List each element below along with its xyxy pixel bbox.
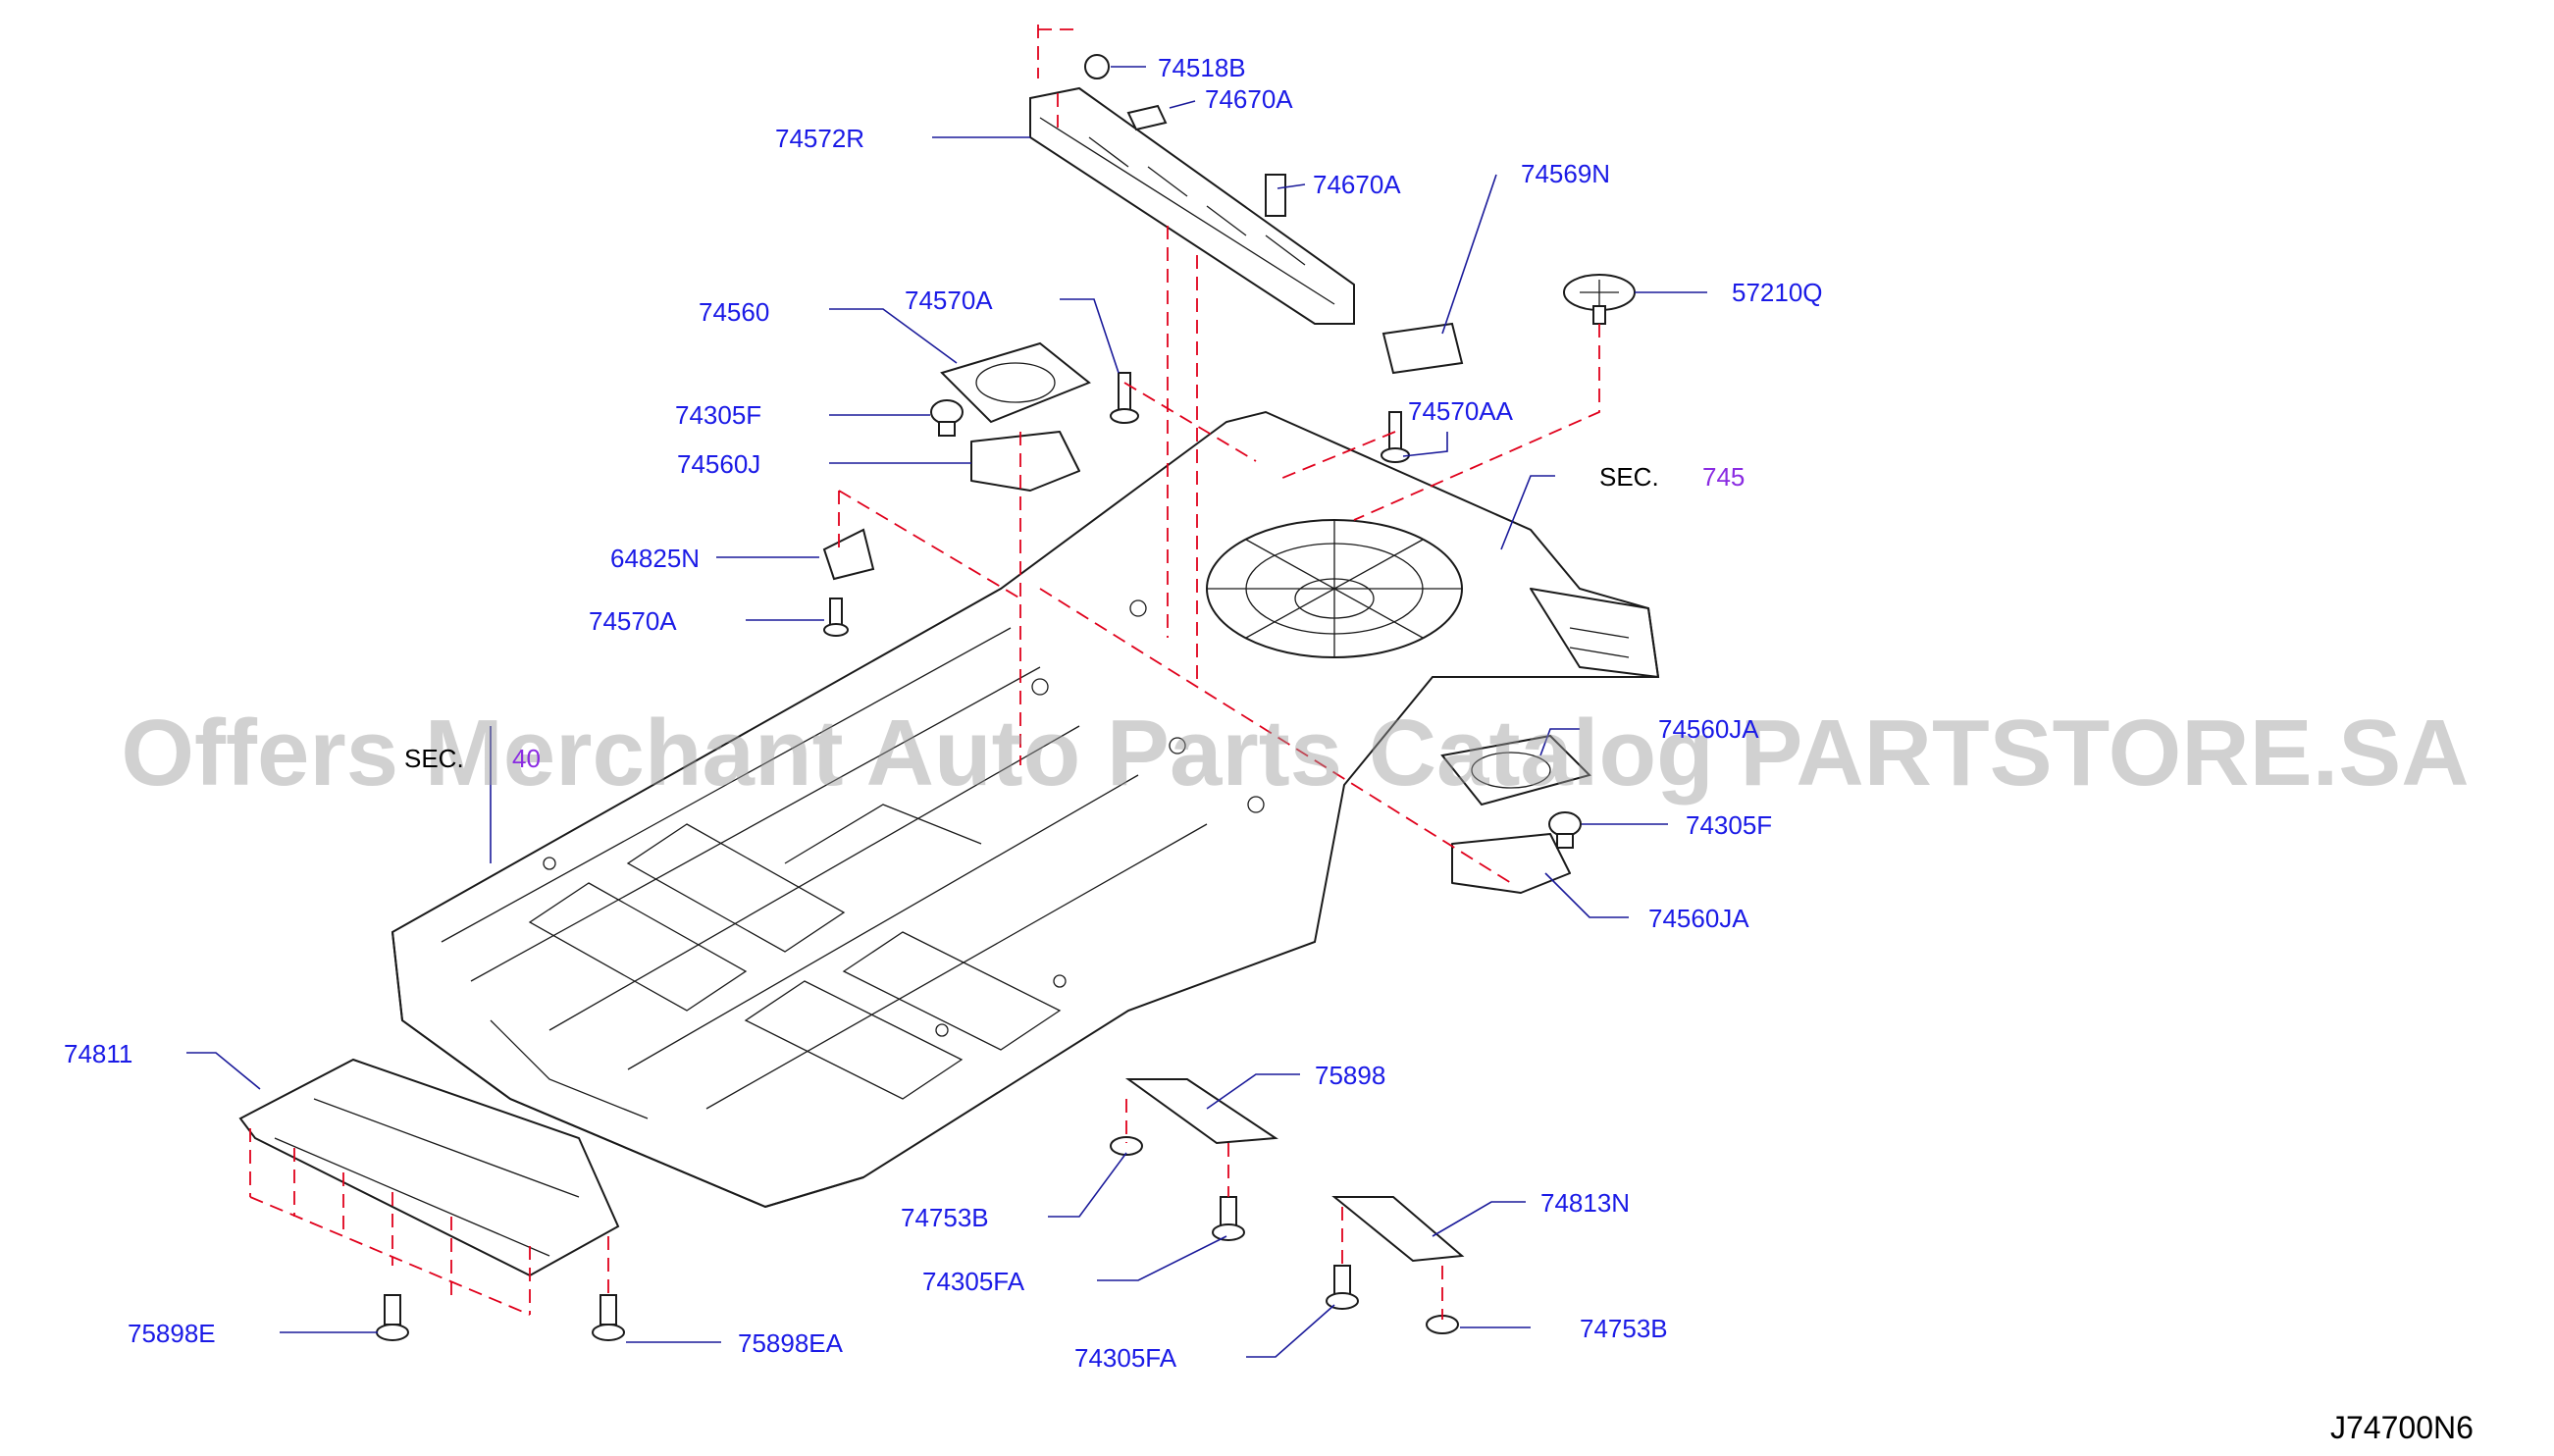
bracket-74569n — [1381, 322, 1464, 375]
seal-74560j — [970, 431, 1080, 492]
callout-74560: 74560 — [699, 297, 769, 327]
callout-74518b: 74518B — [1158, 53, 1246, 82]
callout-74570aa: 74570AA — [1408, 396, 1514, 426]
section-number: 40 — [512, 744, 541, 773]
callout-74811: 74811 — [64, 1039, 132, 1068]
pad-74560 — [940, 341, 1091, 424]
dashed-guide-lines — [249, 25, 1600, 1320]
callout-74560ja-upper: 74560JA — [1658, 714, 1759, 744]
callout-74813n: 74813N — [1540, 1188, 1630, 1218]
callout-74305fa-right: 74305FA — [1074, 1343, 1177, 1373]
callout-74560ja-lower: 74560JA — [1648, 904, 1749, 933]
bracket-75898 — [1124, 1078, 1278, 1145]
clip-75898e — [376, 1294, 409, 1341]
callout-74305f-lower: 74305F — [1686, 810, 1772, 840]
diagram-code: J74700N6 — [2330, 1410, 2474, 1445]
callout-74670a-lower: 74670A — [1313, 170, 1401, 199]
callout-64825n: 64825N — [610, 544, 700, 573]
leader-lines — [186, 66, 1707, 1358]
clip-74305f-lower — [1548, 811, 1582, 849]
callout-75898: 75898 — [1315, 1061, 1385, 1090]
clip-74305f-upper — [930, 399, 964, 437]
bolt-74570a-lower — [823, 598, 849, 637]
callout-labels: 74518B 74670A 74572R 74670A 74569N 74560… — [64, 53, 1823, 1373]
undercover-74811 — [238, 1058, 620, 1277]
bolt-74570a-upper — [1110, 372, 1139, 424]
section-number: 745 — [1702, 462, 1745, 492]
callout-75898e: 75898E — [128, 1319, 216, 1348]
grommet-57210q — [1563, 274, 1636, 325]
rear-member-74572r — [1029, 54, 1355, 325]
callout-74305f-upper: 74305F — [675, 400, 761, 430]
pad-74560ja-right — [1440, 734, 1591, 806]
callout-74670a-upper: 74670A — [1205, 84, 1293, 114]
callout-74570a-lower: 74570A — [589, 606, 677, 636]
clip-74305fa-right — [1326, 1265, 1359, 1310]
clip-74753b-left — [1110, 1136, 1143, 1156]
callout-74753b-left: 74753B — [901, 1203, 989, 1232]
callout-74572r: 74572R — [775, 124, 864, 153]
bracket-74813n — [1331, 1196, 1465, 1263]
clip-75898ea — [592, 1294, 625, 1341]
section-reference-40: SEC. 40 — [404, 744, 541, 773]
clip-74305fa-left — [1212, 1196, 1245, 1241]
seal-74560ja — [1451, 833, 1571, 894]
callout-74570a-upper: 74570A — [905, 286, 993, 315]
callout-74753b-right: 74753B — [1580, 1314, 1668, 1343]
callout-74560j: 74560J — [677, 449, 760, 479]
floor-pan-assembly — [391, 410, 1660, 1209]
callout-74305fa-left: 74305FA — [922, 1267, 1025, 1296]
bolt-74570aa — [1381, 411, 1410, 463]
section-prefix: SEC. — [404, 744, 464, 773]
watermark: Offers Merchant Auto Parts Catalog PARTS… — [121, 701, 2469, 806]
section-reference-745: SEC. 745 — [1599, 462, 1745, 492]
callout-74569n: 74569N — [1521, 159, 1610, 188]
bracket-64825n — [822, 528, 875, 581]
section-prefix: SEC. — [1599, 462, 1659, 492]
callout-75898ea: 75898EA — [738, 1328, 844, 1358]
callout-57210q: 57210Q — [1732, 278, 1823, 307]
